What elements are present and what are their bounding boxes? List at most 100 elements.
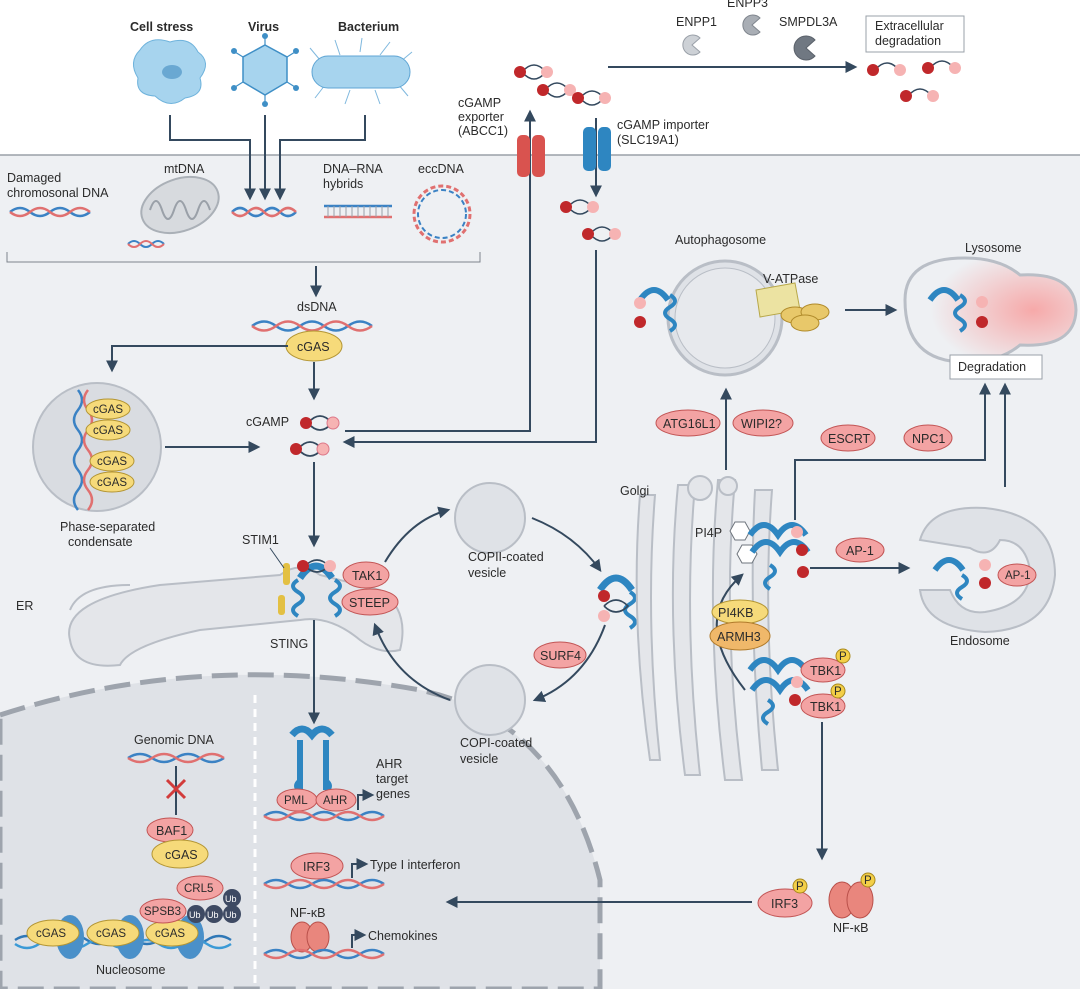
arrow-golgi-to-lysosome <box>794 382 991 520</box>
label-importer-1: cGAMP importer <box>617 118 709 132</box>
label-cgas: cGAS <box>297 340 330 354</box>
label-spsb3: SPSB3 <box>144 906 181 918</box>
irf3-cytosol <box>757 888 813 918</box>
v-atpase-icon <box>755 282 830 332</box>
ahr-protein <box>315 788 357 812</box>
label-condensate-2: condensate <box>68 535 133 549</box>
label-pi4p: PI4P <box>695 526 722 540</box>
label-nucleosome-cgas-3: cGAS <box>155 928 185 940</box>
enpp3-icon <box>742 14 761 36</box>
label-stim1: STIM1 <box>242 533 279 547</box>
arrow-stress-to-dna <box>169 115 256 201</box>
label-hybrids-1: DNA–RNA <box>323 162 383 176</box>
label-endosome: Endosome <box>950 634 1010 648</box>
label-enpp3: ENPP3 <box>727 0 768 10</box>
label-ub-3: Ub <box>225 910 237 920</box>
sting-endosome <box>932 557 991 601</box>
condensate-cgas-3: cGAS <box>97 456 127 468</box>
copii-vesicle <box>454 482 526 554</box>
label-degradation: Degradation <box>958 360 1026 374</box>
label-sting: STING <box>270 637 308 651</box>
nuclear-cgas <box>151 839 209 869</box>
label-vatpase: V-ATPase <box>763 272 818 286</box>
label-hybrids-2: hybrids <box>323 177 363 191</box>
label-golgi: Golgi <box>620 484 649 498</box>
free-dna-icon <box>231 206 297 218</box>
tak1-protein <box>342 561 390 589</box>
spsb3-protein <box>139 898 187 924</box>
label-importer-2: (SLC19A1) <box>617 133 679 147</box>
escrt-protein <box>820 424 876 452</box>
label-nuclear-cgas: cGAS <box>165 848 198 862</box>
degraded-cgamp <box>867 60 961 102</box>
npc1-protein <box>903 424 953 452</box>
sting-lysosome <box>927 287 988 333</box>
label-smpdl3a: SMPDL3A <box>779 15 838 29</box>
label-baf1: BAF1 <box>156 824 187 838</box>
label-exporter-1: cGAMP <box>458 96 501 110</box>
label-extracellular-degradation-2: degradation <box>875 34 941 48</box>
label-nfkb-cytosol: NF-κB <box>833 921 868 935</box>
label-enpp1: ENPP1 <box>676 15 717 29</box>
arrow-nfkb-transcription <box>351 929 367 948</box>
copi-vesicle <box>454 664 526 736</box>
label-ub-1: Ub <box>225 894 237 904</box>
surf4-protein <box>533 641 587 669</box>
phospho-badge <box>830 683 846 699</box>
enpp1-icon <box>682 34 701 56</box>
label-pml: PML <box>284 795 308 807</box>
dna-sources-bracket <box>6 252 481 263</box>
label-tbk1-1: TBK1 <box>810 664 841 678</box>
extracellular-cgamp <box>514 64 621 242</box>
cell-stress-icon <box>133 39 206 104</box>
steep-protein <box>341 588 399 616</box>
label-er: ER <box>16 599 33 613</box>
label-ahr-genes-2: target <box>376 772 408 786</box>
label-ap1: AP-1 <box>846 544 874 558</box>
label-exporter-3: (ABCC1) <box>458 124 508 138</box>
atg16l1-protein <box>655 409 721 437</box>
label-tbk1-2: TBK1 <box>810 700 841 714</box>
sting-dimer-er <box>278 559 342 618</box>
arrow-ahr-transcription <box>357 789 375 810</box>
tbk1-protein-1 <box>800 657 846 683</box>
arrow-copii-to-golgi <box>531 517 602 572</box>
label-escrt: ESCRT <box>828 432 871 446</box>
label-nucleosome-cgas-2: cGAS <box>96 928 126 940</box>
er-membrane <box>68 566 404 667</box>
label-p-2: P <box>834 686 842 698</box>
label-ap1-endosome: AP-1 <box>1005 570 1031 582</box>
label-lysosome: Lysosome <box>965 241 1022 255</box>
condensate-cgas-4: cGAS <box>97 477 127 489</box>
arrow-importer-to-cgamp <box>342 250 597 448</box>
label-mtdna: mtDNA <box>164 162 205 176</box>
arrow-bacterium-to-dna <box>274 115 366 201</box>
label-nfkb-nucleus: NF-κB <box>290 906 325 920</box>
phospho-badge <box>835 648 851 664</box>
label-cgamp: cGAMP <box>246 415 289 429</box>
damaged-dna-icon <box>9 206 91 218</box>
nfkb-cytosol-b <box>846 881 874 919</box>
nucleosome-cgas-1 <box>26 919 80 947</box>
smpdl3a-icon <box>793 35 816 61</box>
label-atg16l1: ATG16L1 <box>663 417 716 431</box>
nuclear-dna-irf3 <box>263 878 385 890</box>
ap1-protein <box>835 537 885 563</box>
label-crl5: CRL5 <box>184 883 213 895</box>
endosome <box>918 506 1057 634</box>
genomic-dna-icon <box>127 752 225 764</box>
nfkb-nucleus-b <box>306 921 330 953</box>
label-wipi2: WIPI2? <box>741 417 782 431</box>
mitochondrion-icon <box>127 175 220 248</box>
label-p-nfkb: P <box>864 875 872 887</box>
eccdna-icon <box>412 184 472 244</box>
tbk1-protein-2 <box>800 693 846 719</box>
extracellular-degradation-box <box>865 15 965 53</box>
cgamp-molecules <box>290 415 340 457</box>
ap1-endosome <box>997 563 1037 587</box>
nucleosome-cgas-2 <box>86 919 140 947</box>
label-tak1: TAK1 <box>352 569 382 583</box>
trigger-bacterium: Bacterium <box>338 20 399 34</box>
label-condensate-1: Phase-separated <box>60 520 155 534</box>
